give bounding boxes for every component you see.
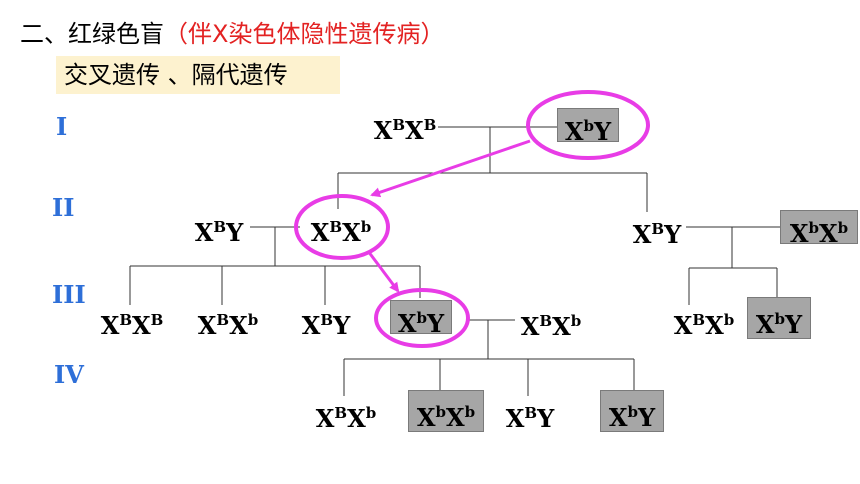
generation-label-2: II xyxy=(52,193,75,222)
genotype-g4-1: XBXb xyxy=(315,404,377,433)
genotype-g4-4: XbY xyxy=(600,390,664,432)
genotype-g3-3: XBY xyxy=(301,311,351,340)
genotype-g2-carrier: XBXb xyxy=(310,218,372,247)
genotype-g3-4: XbY xyxy=(390,300,452,338)
title-note: （伴X染色体隐性遗传病） xyxy=(164,20,445,48)
generation-label-3: III xyxy=(52,280,86,309)
genotype-g1-grandfather: XbY xyxy=(557,108,619,146)
generation-label-4: IV xyxy=(54,360,84,389)
subtitle-text: 交叉遗传 、隔代遗传 xyxy=(64,61,288,89)
genotype-g2-wife: XbXb xyxy=(780,210,858,248)
genotype-g2-husband: XBY xyxy=(194,218,244,247)
page-title: 二、红绿色盲（伴X染色体隐性遗传病） xyxy=(20,14,444,49)
genotype-g3-spouse: XBXb xyxy=(520,312,582,341)
title-prefix: 二、红绿色盲 xyxy=(20,20,164,48)
genotype-g3-2: XBXb xyxy=(197,311,259,340)
genotype-g1-father: XBXB xyxy=(373,116,437,145)
generation-label-1: I xyxy=(56,112,68,141)
genotype-g4-3: XBY xyxy=(505,404,555,433)
subtitle-box: 交叉遗传 、隔代遗传 xyxy=(56,56,340,94)
genotype-g3-6: XbY xyxy=(747,297,811,339)
genotype-g3-1: XBXB xyxy=(100,311,164,340)
genotype-g4-2: XbXb xyxy=(408,390,484,432)
genotype-g2-son: XBY xyxy=(632,220,682,249)
genotype-g3-5: XBXb xyxy=(673,311,735,340)
